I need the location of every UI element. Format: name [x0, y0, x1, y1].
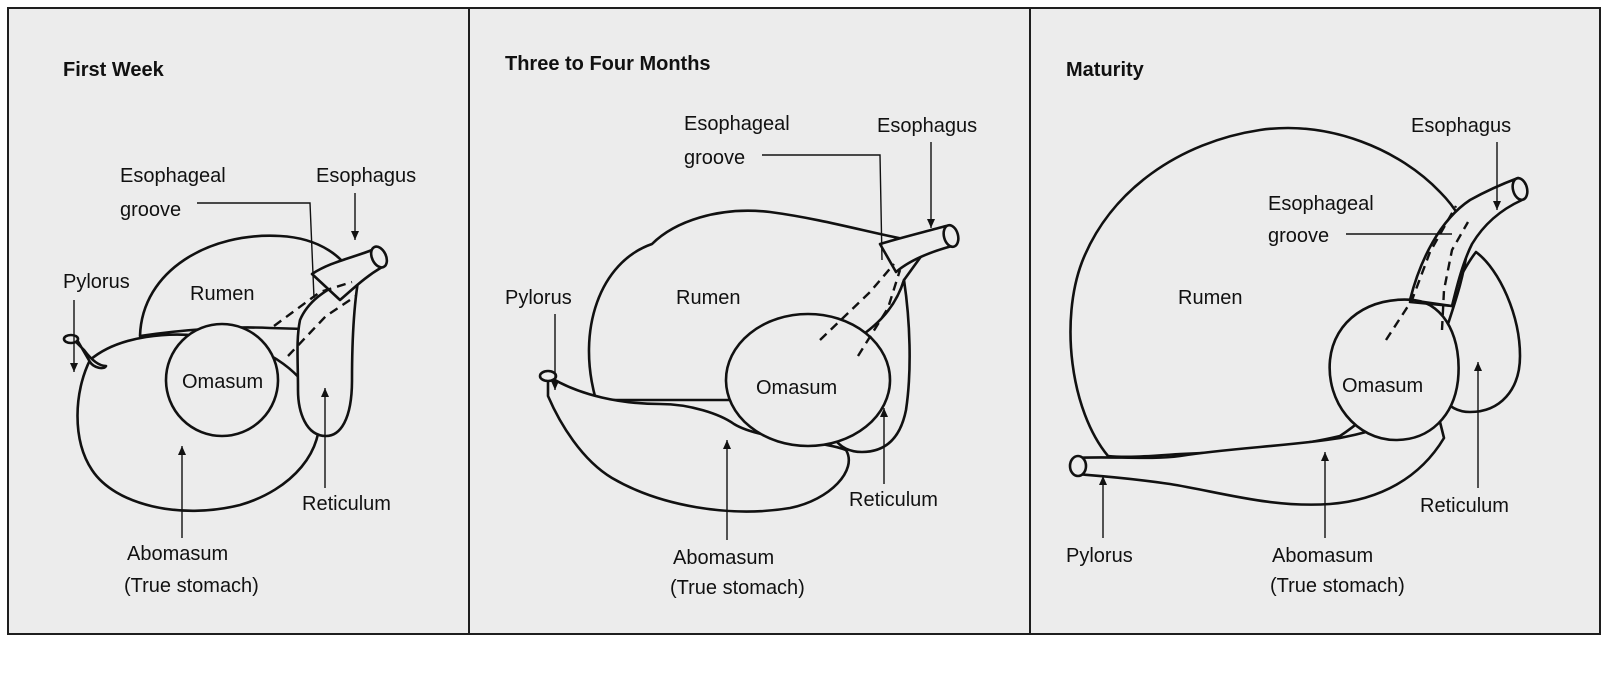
label-esophageal: Esophageal [684, 113, 790, 135]
label-rumen: Rumen [1178, 287, 1242, 309]
panel-title: Three to Four Months [505, 53, 711, 75]
label-esophagus: Esophagus [316, 165, 416, 187]
label-rumen: Rumen [190, 283, 254, 305]
label-esophagus: Esophagus [1411, 115, 1511, 137]
label-esophageal: Esophageal [1268, 193, 1374, 215]
pylorus-opening [64, 335, 78, 343]
label-abomasum: Abomasum [127, 543, 228, 565]
pylorus-opening [540, 371, 556, 381]
label-pylorus: Pylorus [505, 287, 572, 309]
label-groove: groove [120, 199, 181, 221]
label-esophagus: Esophagus [877, 115, 977, 137]
label-omasum: Omasum [756, 377, 837, 399]
label-omasum: Omasum [182, 371, 263, 393]
label-groove: groove [684, 147, 745, 169]
label-groove: groove [1268, 225, 1329, 247]
label-rumen: Rumen [676, 287, 740, 309]
label-true-stomach: (True stomach) [1270, 575, 1405, 597]
label-omasum: Omasum [1342, 375, 1423, 397]
label-true-stomach: (True stomach) [124, 575, 259, 597]
omasum-shape [1330, 300, 1459, 440]
label-esophageal: Esophageal [120, 165, 226, 187]
label-pylorus: Pylorus [1066, 545, 1133, 567]
pylorus-opening [1070, 456, 1086, 476]
panel-title: First Week [63, 59, 165, 81]
panel-title: Maturity [1066, 59, 1145, 81]
label-reticulum: Reticulum [849, 489, 938, 511]
label-true-stomach: (True stomach) [670, 577, 805, 599]
label-pylorus: Pylorus [63, 271, 130, 293]
label-reticulum: Reticulum [1420, 495, 1509, 517]
label-abomasum: Abomasum [673, 547, 774, 569]
label-abomasum: Abomasum [1272, 545, 1373, 567]
label-reticulum: Reticulum [302, 493, 391, 515]
